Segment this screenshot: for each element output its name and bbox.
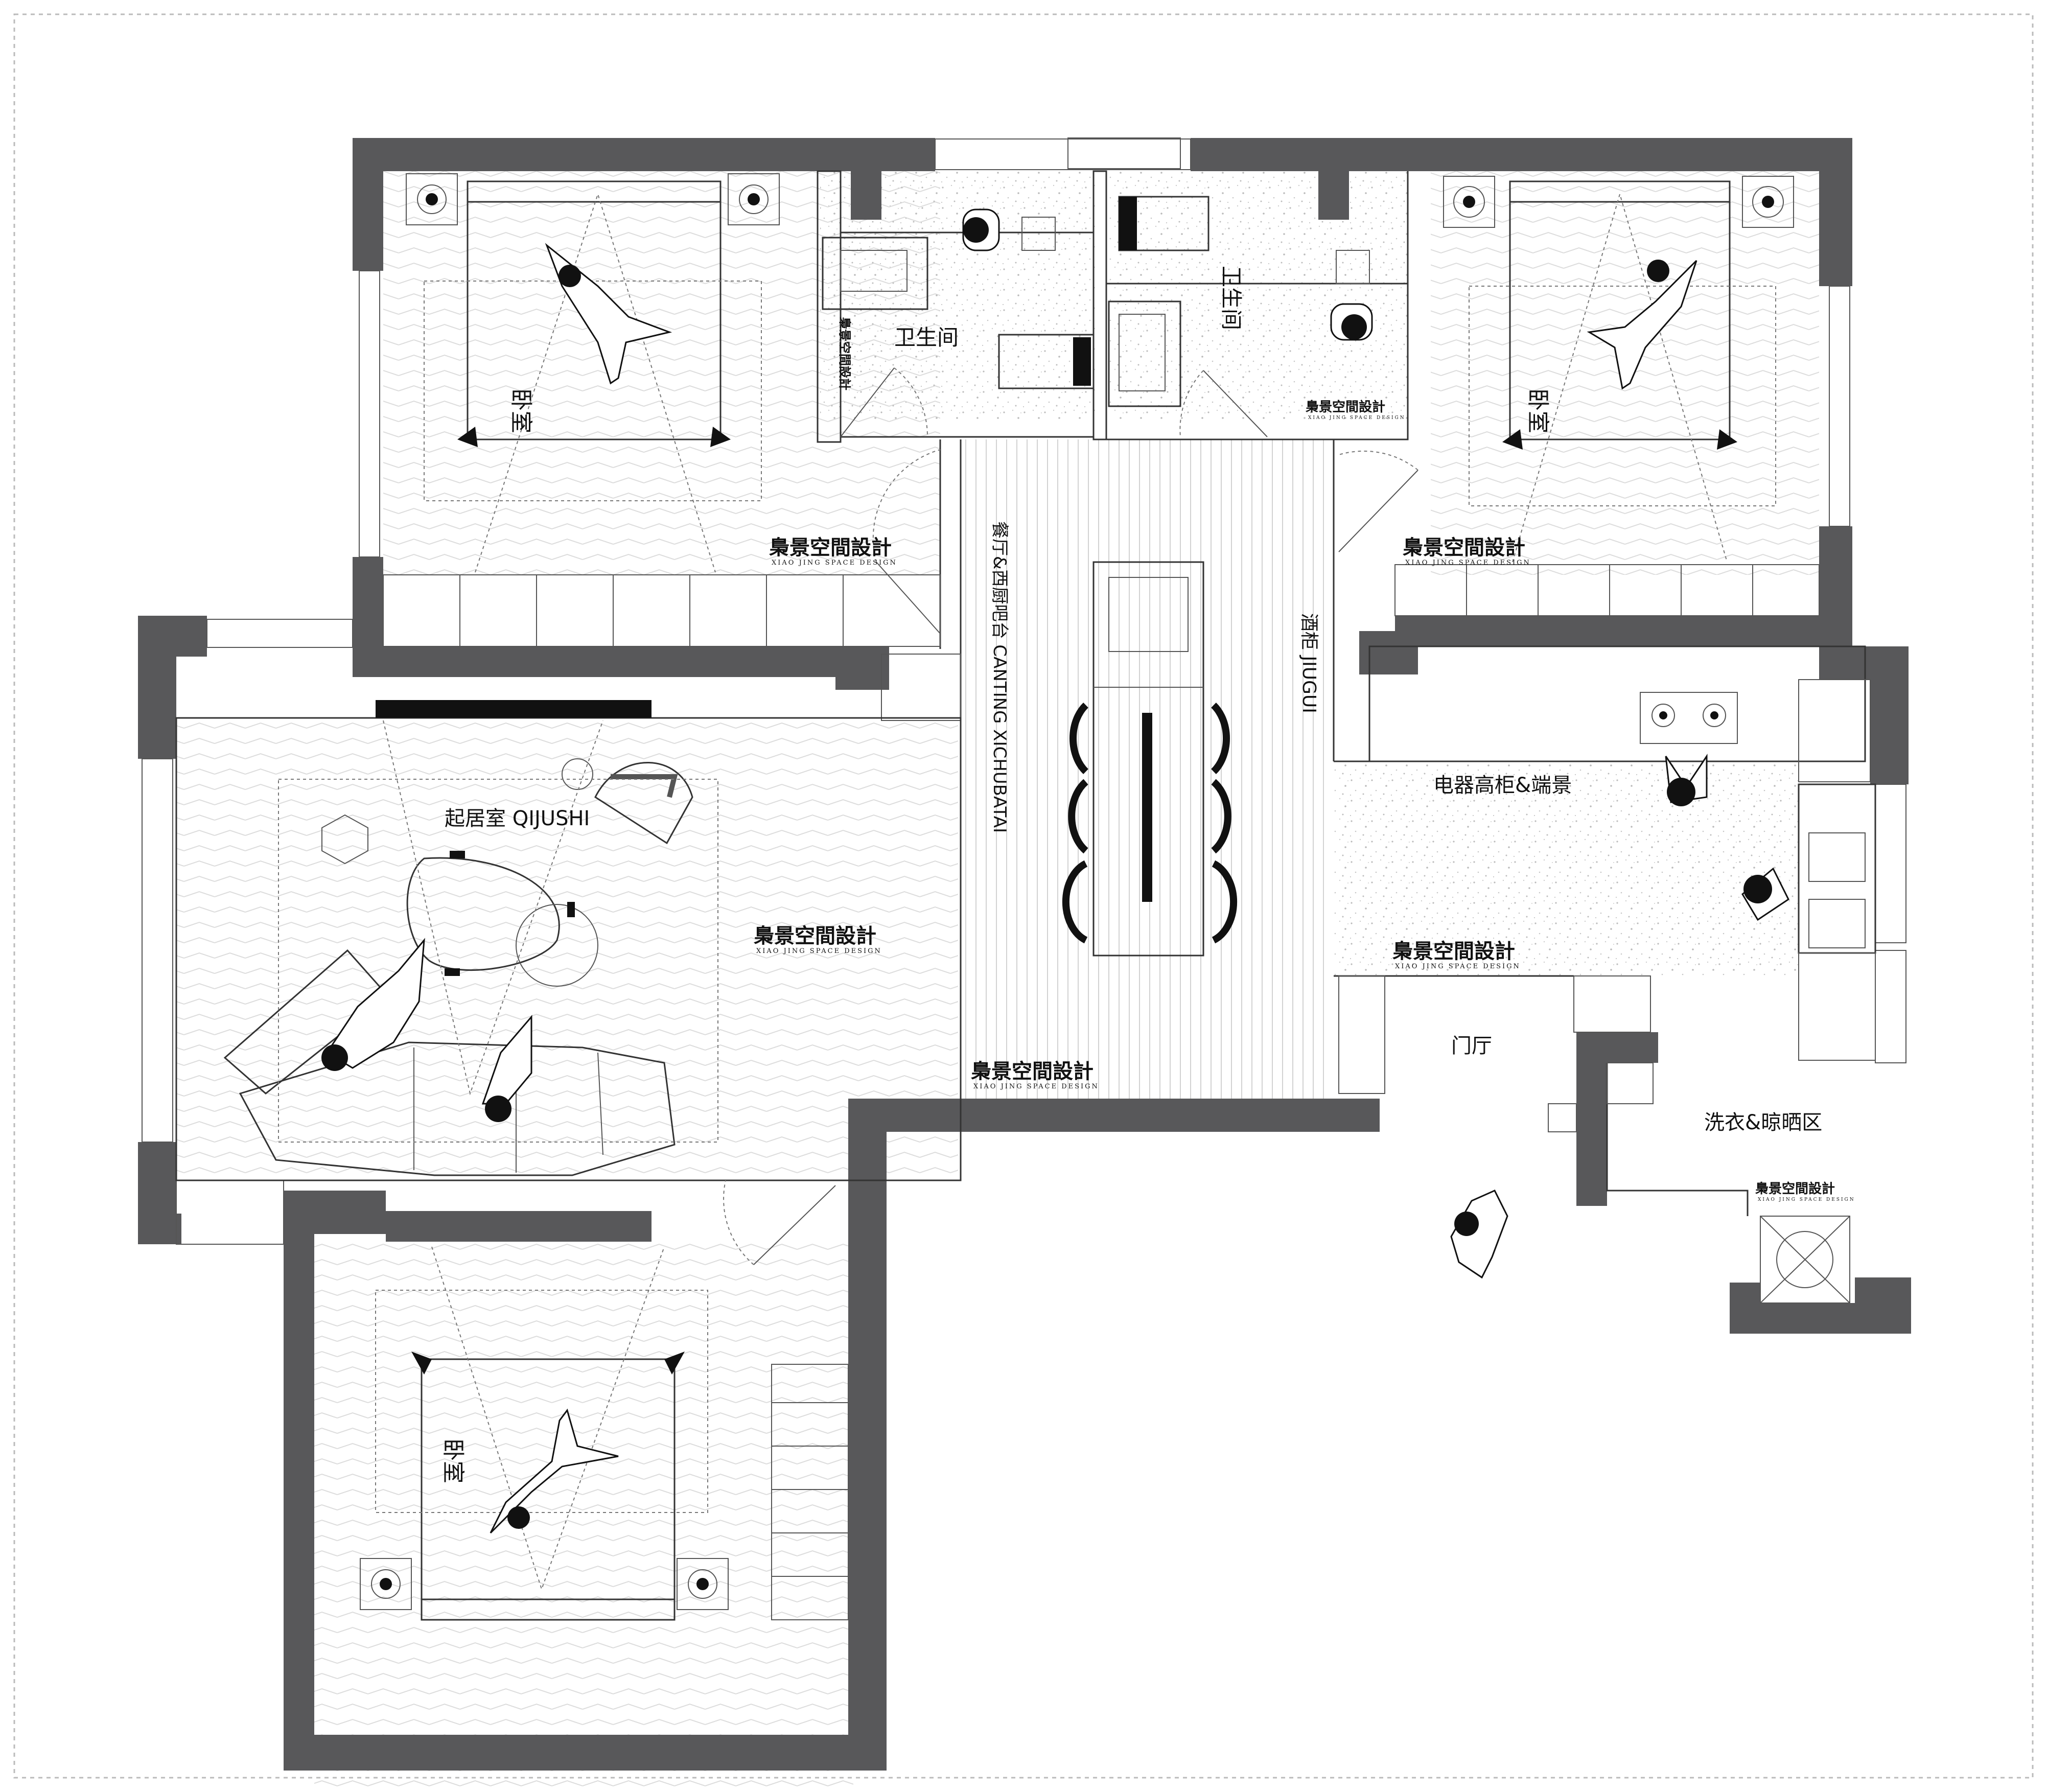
- watermark-cn: 梟景空間設計: [769, 536, 892, 560]
- person-icon: [1587, 260, 1697, 390]
- watermark: 梟景空間設計 XIAO JING SPACE DESIGN: [1392, 939, 1521, 970]
- room-label-bath-left: 卫生间: [894, 325, 959, 350]
- bed-icon: [1443, 176, 1794, 563]
- walls: [138, 138, 1911, 1771]
- room-label-wine: 酒柜 JIUGUI: [1298, 613, 1319, 713]
- windows: [142, 137, 1906, 1245]
- watermark-cn: 梟景空間設計: [1392, 939, 1515, 963]
- watermark-en: XIAO JING SPACE DESIGN: [772, 559, 897, 567]
- table-icon: [1092, 561, 1204, 957]
- sink-icon: [1798, 783, 1876, 954]
- cabinets: [1338, 679, 1876, 1094]
- watermark: 梟景空間設計 XIAO JING SPACE DESIGN: [1305, 399, 1406, 421]
- watermark-en: XIAO JING SPACE DESIGN: [756, 947, 882, 955]
- bathtub: [998, 196, 1209, 389]
- room-label-dining: 餐厅&西厨吧台 CANTING XICHUBATAI: [989, 521, 1010, 833]
- watermark: 梟景空間設計 XIAO JING SPACE DESIGN: [970, 1059, 1099, 1090]
- chair-icon: [1062, 702, 1238, 944]
- room-label-living: 起居室 QIJUSHI: [445, 807, 590, 830]
- stove-icon: [1640, 692, 1738, 744]
- rug: [278, 720, 718, 1143]
- watermark-en: XIAO JING SPACE DESIGN: [973, 1083, 1099, 1090]
- room-label-foyer: 门厅: [1451, 1034, 1492, 1058]
- chair-icon: [594, 762, 693, 845]
- lamp-icon: [321, 758, 593, 865]
- watermark-cn: 梟景空間設計: [1755, 1181, 1835, 1197]
- room-label-laundry: 洗衣&晾晒区: [1704, 1111, 1822, 1134]
- watermark-cn: 梟景空間設計: [1402, 536, 1525, 560]
- watermark-en: XIAO JING SPACE DESIGN: [1758, 1197, 1855, 1202]
- person-icon: [962, 208, 1373, 341]
- bed-icon: [406, 173, 780, 573]
- room-label-bedroom-nw: 卧室: [508, 388, 534, 433]
- room-label-bedroom-sw: 卧室: [440, 1438, 466, 1483]
- table-icon: [406, 851, 598, 987]
- wardrobe: [383, 564, 1820, 647]
- watermark-en: XIAO JING SPACE DESIGN: [1395, 963, 1521, 970]
- washing-machine-icon: [1760, 1216, 1850, 1304]
- watermark-cn: 梟景空間設計: [838, 316, 852, 390]
- watermark: 梟景空間設計: [838, 316, 852, 390]
- flooring: [176, 171, 1819, 1792]
- person-icon: [490, 1408, 619, 1534]
- laundry-partition: [1548, 1062, 1749, 1216]
- tv-console: [376, 700, 652, 718]
- watermark-en: XIAO JING SPACE DESIGN: [1308, 415, 1406, 421]
- watermark: 梟景空間設計 XIAO JING SPACE DESIGN: [753, 924, 882, 955]
- watermark: 梟景空間設計 XIAO JING SPACE DESIGN: [1755, 1181, 1855, 1202]
- watermark-cn: 梟景空間設計: [753, 924, 876, 948]
- sink-icon: [822, 237, 1181, 407]
- room-label-kitchen: 电器高柜&端景: [1433, 774, 1572, 797]
- wardrobe: [771, 1364, 849, 1620]
- room-label-bedroom-ne: 卧室: [1525, 388, 1551, 433]
- watermark-cn: 梟景空間設計: [1305, 399, 1385, 415]
- watermark: 梟景空間設計 XIAO JING SPACE DESIGN: [769, 536, 897, 567]
- watermark: 梟景空間設計 XIAO JING SPACE DESIGN: [1402, 536, 1531, 567]
- toilet-icon: [1021, 217, 1370, 284]
- room-label-bath-right: 卫生间: [1219, 266, 1244, 330]
- bed-icon: [360, 1246, 729, 1621]
- watermark-en: XIAO JING SPACE DESIGN: [1405, 559, 1531, 567]
- person-icon: [1450, 754, 1789, 1279]
- person-icon: [545, 243, 672, 385]
- watermark-cn: 梟景空間設計: [970, 1059, 1094, 1083]
- door-swing-icon: [723, 367, 1418, 1265]
- drawing-frame: [13, 13, 2034, 1779]
- person-icon: [321, 938, 532, 1122]
